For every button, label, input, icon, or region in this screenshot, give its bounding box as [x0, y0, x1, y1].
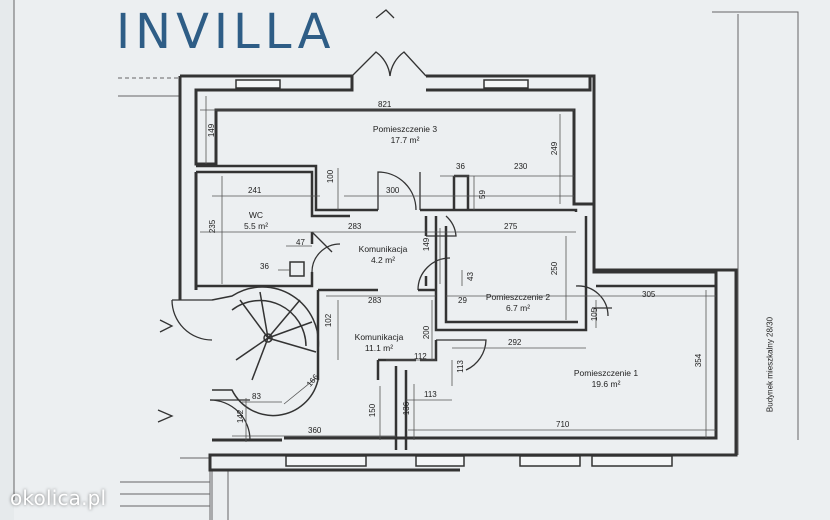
room-label-pomieszczenie-3: Pomieszczenie 3 17.7 m² — [360, 124, 450, 146]
dimension-label: 283 — [368, 296, 382, 305]
dimension-label: 112 — [414, 352, 427, 361]
spiral-staircase — [211, 286, 320, 417]
room-area: 6.7 m² — [505, 303, 531, 313]
dimension-label: 149 — [207, 123, 217, 138]
dimension-label: 100 — [326, 169, 336, 184]
dimension-label: 305 — [642, 290, 656, 299]
brand-logo: INVILLA — [116, 4, 335, 60]
dimension-label: 235 — [208, 219, 218, 234]
dimension-label: 149 — [422, 237, 432, 252]
dimension-label: 250 — [550, 261, 560, 276]
room-label-komunikacja-2: Komunikacja 11.1 m² — [344, 332, 414, 354]
dimension-label: 59 — [477, 190, 487, 199]
dimension-label: 166 — [304, 372, 321, 389]
dimension-label: 142 — [236, 409, 246, 424]
room-label-wc: WC 5.5 m² — [234, 210, 278, 232]
room-area: 4.2 m² — [370, 255, 396, 265]
dimension-label: 29 — [458, 296, 467, 305]
watermark: okolica.pl — [10, 486, 107, 510]
dimension-label: 83 — [252, 392, 261, 401]
dimension-lines — [200, 96, 716, 442]
dimension-label: 36 — [456, 162, 465, 171]
room-name: Pomieszczenie 3 — [372, 124, 438, 134]
dimension-label: 283 — [348, 222, 362, 231]
dimension-label: 241 — [248, 186, 262, 195]
dimension-label: 200 — [422, 325, 432, 340]
dimension-label: 136 — [402, 401, 412, 416]
windows — [235, 79, 673, 467]
dimension-label: 105 — [590, 307, 600, 322]
dimension-label: 249 — [550, 141, 560, 156]
dimension-label: 360 — [308, 426, 322, 435]
dimension-label: 36 — [260, 262, 269, 271]
neighbor-building-label: Budynek mieszkalny 28/30 — [765, 316, 775, 413]
site-boundary — [13, 0, 799, 520]
dimension-label: 275 — [504, 222, 518, 231]
dimension-label: 300 — [386, 186, 400, 195]
room-label-pomieszczenie-1: Pomieszczenie 1 19.6 m² — [564, 368, 648, 390]
dimension-label: 113 — [424, 390, 437, 399]
dimension-label: 710 — [556, 420, 570, 429]
room-area: 19.6 m² — [591, 379, 621, 389]
room-name: Pomieszczenie 1 — [573, 368, 639, 378]
dimension-label: 113 — [455, 360, 465, 373]
dimension-label: 230 — [514, 162, 528, 171]
room-name: WC — [248, 210, 264, 220]
room-area: 5.5 m² — [243, 221, 269, 231]
door-swings — [171, 51, 612, 441]
dimension-label: 102 — [324, 313, 334, 328]
dimension-label: 354 — [694, 353, 704, 368]
room-area: 11.1 m² — [364, 343, 394, 353]
room-area: 17.7 m² — [390, 135, 420, 145]
dimension-label: 43 — [465, 272, 475, 281]
entrance-arrows — [157, 9, 395, 423]
brand-logo-text: INVILLA — [116, 4, 336, 60]
room-name: Pomieszczenie 2 — [485, 292, 551, 302]
room-label-komunikacja-1: Komunikacja 4.2 m² — [348, 244, 418, 266]
dimension-label: 292 — [508, 338, 522, 347]
dimension-label: 150 — [368, 403, 378, 418]
dimension-label: 47 — [296, 238, 305, 247]
room-label-pomieszczenie-2: Pomieszczenie 2 6.7 m² — [476, 292, 560, 314]
dimension-label: 821 — [378, 100, 392, 109]
room-name: Komunikacja — [354, 332, 404, 342]
room-name: Komunikacja — [358, 244, 408, 254]
